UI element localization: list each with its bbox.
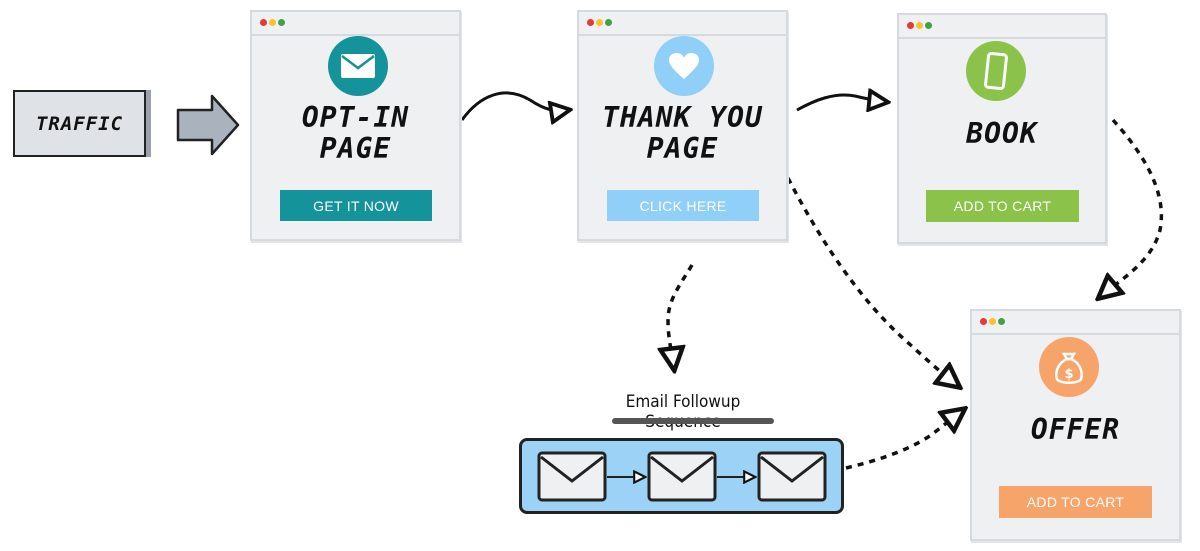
offer-page-card: $ OFFER ADD TO CART	[970, 309, 1181, 541]
thankyou-page-card: THANK YOU PAGE CLICK HERE	[577, 10, 788, 241]
envelope-icon	[537, 451, 607, 502]
phone-icon	[966, 41, 1026, 101]
maximize-dot	[605, 19, 612, 26]
envelope-icon	[647, 451, 717, 502]
minimize-dot	[269, 19, 276, 26]
traffic-label-box: TRAFFIC	[13, 90, 146, 157]
click-here-button[interactable]: CLICK HERE	[607, 190, 759, 221]
maximize-dot	[998, 318, 1005, 325]
email-sequence-graphic	[537, 451, 827, 502]
maximize-dot	[278, 19, 285, 26]
close-dot	[260, 19, 267, 26]
email-sequence-panel	[519, 438, 844, 514]
traffic-arrow	[176, 94, 240, 156]
arrow-email-to-offer	[845, 410, 963, 470]
window-dots	[980, 318, 1005, 325]
envelope-icon	[757, 451, 827, 502]
money-bag-icon: $	[1039, 337, 1099, 397]
get-it-now-button[interactable]: GET IT NOW	[280, 190, 432, 221]
close-dot	[587, 19, 594, 26]
email-sequence-label: Email Followup Sequence	[625, 392, 741, 432]
maximize-dot	[925, 22, 932, 29]
window-dots	[587, 19, 612, 26]
window-dots	[260, 19, 285, 26]
book-page-card: BOOK ADD TO CART	[897, 13, 1107, 244]
arrow-optin-to-thankyou	[460, 91, 568, 120]
optin-page-card: OPT-IN PAGE GET IT NOW	[250, 10, 461, 241]
minimize-dot	[916, 22, 923, 29]
close-dot	[907, 22, 914, 29]
svg-text:$: $	[1064, 367, 1073, 382]
traffic-label: TRAFFIC	[35, 112, 124, 135]
optin-title: OPT-IN PAGE	[301, 101, 410, 165]
window-dots	[907, 22, 932, 29]
book-title: BOOK	[966, 117, 1038, 150]
envelope-icon	[328, 36, 388, 96]
window-titlebar	[899, 15, 1105, 39]
offer-add-to-cart-button[interactable]: ADD TO CART	[999, 486, 1152, 518]
heart-icon	[654, 36, 714, 96]
arrow-book-to-offer	[1100, 118, 1164, 297]
arrow-thankyou-to-book	[796, 95, 886, 110]
offer-title: OFFER	[1030, 413, 1121, 446]
email-label-underline	[612, 418, 774, 424]
book-add-to-cart-button[interactable]: ADD TO CART	[926, 190, 1079, 222]
arrow-thankyou-to-offer	[786, 177, 958, 386]
window-titlebar	[252, 12, 459, 36]
window-titlebar	[972, 311, 1179, 335]
thankyou-title: THANK YOU PAGE	[602, 101, 763, 165]
minimize-dot	[596, 19, 603, 26]
minimize-dot	[989, 318, 996, 325]
arrow-thankyou-to-email	[668, 264, 694, 368]
window-titlebar	[579, 12, 786, 36]
close-dot	[980, 318, 987, 325]
